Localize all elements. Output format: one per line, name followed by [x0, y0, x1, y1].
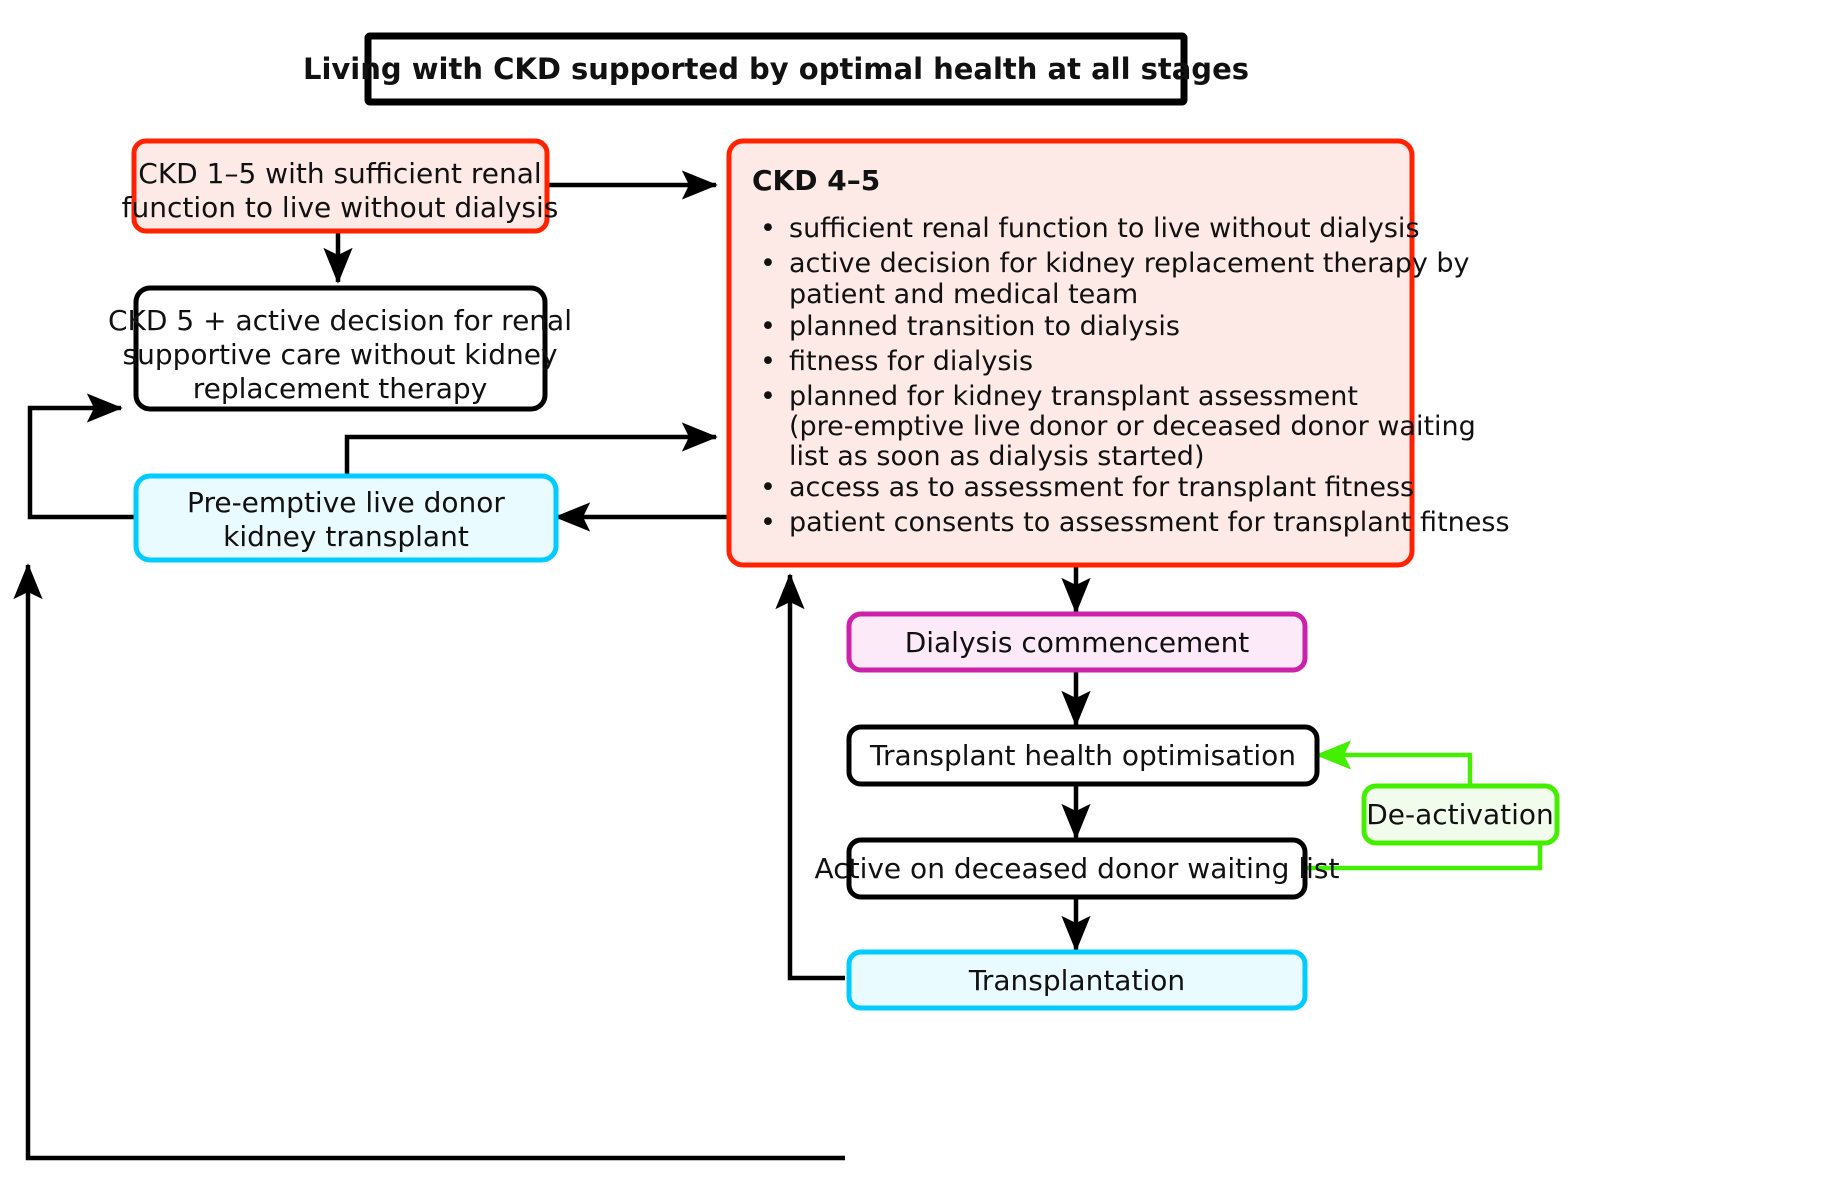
node-ckd-4-5-bullet-4-line-1: fitness for dialysis: [789, 346, 1033, 377]
connector-deactivation-to-optimisation: [1315, 740, 1473, 785]
node-ckd-4-5-bullet-5-line-3: list as soon as dialysis started): [789, 441, 1204, 472]
node-ckd-4-5-panel[interactable]: CKD 4–5 • sufficient renal function to l…: [726, 138, 1510, 568]
title-banner-text: Living with CKD supported by optimal hea…: [303, 52, 1249, 86]
connector-preemptive-to-supportive: [27, 393, 136, 520]
node-preemptive-line-2: kidney transplant: [223, 520, 469, 553]
bullet-marker: •: [760, 311, 776, 342]
connector-preemptive-to-ckd45: [344, 422, 718, 478]
node-de-activation-label: De-activation: [1366, 798, 1554, 831]
connector-waitinglist-to-deactivation: [1305, 843, 1543, 871]
node-preemptive-line-1: Pre-emptive live donor: [187, 486, 505, 519]
node-dialysis-commencement[interactable]: Dialysis commencement: [846, 611, 1308, 673]
node-ckd5-supportive-care-line-3: replacement therapy: [193, 372, 488, 405]
node-ckd-4-5-bullet-2-line-1: active decision for kidney replacement t…: [789, 248, 1470, 279]
connector-layer: [13, 170, 1543, 1161]
node-ckd5-supportive-care[interactable]: CKD 5 + active decision for renal suppor…: [108, 285, 572, 412]
node-ckd-1-5-line-1: CKD 1–5 with sufficient renal: [138, 157, 541, 190]
node-ckd-1-5-line-2: function to live without dialysis: [122, 191, 559, 224]
node-ckd-4-5-bullet-3-line-1: planned transition to dialysis: [789, 311, 1180, 342]
node-transplant-health-optimisation[interactable]: Transplant health optimisation: [846, 724, 1320, 787]
node-preemptive-live-donor-transplant[interactable]: Pre-emptive live donor kidney transplant: [133, 473, 559, 563]
node-ckd5-supportive-care-line-1: CKD 5 + active decision for renal: [108, 304, 572, 337]
node-ckd-4-5-bullet-5-line-1: planned for kidney transplant assessment: [789, 381, 1358, 412]
node-transplantation[interactable]: Transplantation: [846, 949, 1308, 1011]
connector-transplantation-to-left-return: [13, 563, 845, 1161]
node-de-activation[interactable]: De-activation: [1361, 783, 1560, 846]
node-ckd-4-5-bullet-1-line-1: sufficient renal function to live withou…: [789, 213, 1420, 244]
bullet-marker: •: [760, 507, 776, 538]
node-transplantation-label: Transplantation: [968, 964, 1185, 997]
node-ckd-4-5-bullet-5-line-2: (pre-emptive live donor or deceased dono…: [789, 411, 1476, 442]
node-ckd-4-5-bullet-6-line-1: access as to assessment for transplant f…: [789, 472, 1414, 503]
bullet-marker: •: [760, 472, 776, 503]
node-ckd-4-5-heading: CKD 4–5: [752, 164, 880, 197]
node-active-waiting-list-label: Active on deceased donor waiting list: [815, 852, 1340, 885]
connector-transplantation-to-ckd45: [775, 573, 845, 981]
bullet-marker: •: [760, 213, 776, 244]
bullet-marker: •: [760, 381, 776, 412]
node-active-deceased-donor-waiting-list[interactable]: Active on deceased donor waiting list: [815, 837, 1340, 900]
node-transplant-health-optimisation-label: Transplant health optimisation: [869, 739, 1296, 772]
node-ckd-4-5-bullet-2-line-2: patient and medical team: [789, 279, 1138, 310]
bullet-marker: •: [760, 346, 776, 377]
node-ckd-4-5-bullet-7-line-1: patient consents to assessment for trans…: [789, 507, 1510, 538]
bullet-marker: •: [760, 248, 776, 279]
node-dialysis-commencement-label: Dialysis commencement: [905, 626, 1250, 659]
node-ckd-1-5[interactable]: CKD 1–5 with sufficient renal function t…: [122, 138, 559, 234]
title-banner: Living with CKD supported by optimal hea…: [303, 32, 1249, 106]
node-ckd5-supportive-care-line-2: supportive care without kidney: [122, 338, 557, 371]
